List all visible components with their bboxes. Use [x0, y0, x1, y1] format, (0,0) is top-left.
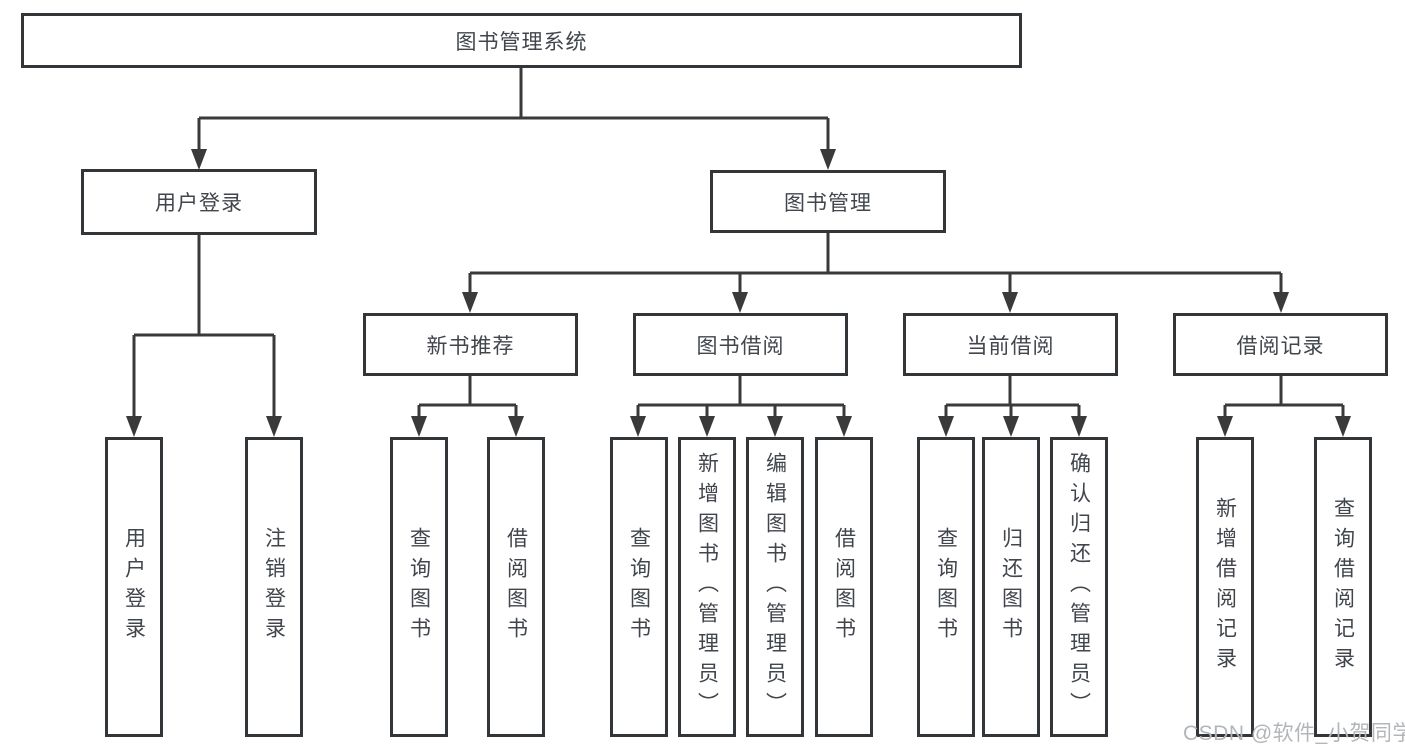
leaf-user-login-label: 用户登录 — [122, 527, 146, 647]
node-root-label: 图书管理系统 — [455, 30, 588, 54]
leaf-borrow-books-1-label: 借阅图书 — [504, 527, 528, 647]
leaf-logout-label: 注销登录 — [262, 527, 286, 647]
leaf-query-borrow-record: 查询借阅记录 — [1314, 437, 1372, 737]
leaf-edit-books-admin: 编辑图书（管理员） — [746, 437, 804, 737]
node-root-system: 图书管理系统 — [21, 13, 1022, 68]
leaf-confirm-return-admin: 确认归还（管理员） — [1050, 437, 1108, 737]
leaf-query-books-1: 查询图书 — [390, 437, 448, 737]
leaf-return-books-label: 归还图书 — [999, 527, 1023, 647]
csdn-watermark: CSDN @软件_小贺同学 — [1183, 722, 1405, 745]
leaf-borrow-books-2-label: 借阅图书 — [832, 527, 856, 647]
leaf-add-books-admin-label: 新增图书（管理员） — [695, 452, 719, 722]
leaf-edit-books-admin-label: 编辑图书（管理员） — [763, 452, 787, 722]
node-book-borrowing-label: 图书借阅 — [696, 334, 785, 358]
leaf-query-books-3-label: 查询图书 — [934, 527, 958, 647]
leaf-confirm-return-admin-label: 确认归还（管理员） — [1067, 452, 1091, 722]
node-new-book-recommend: 新书推荐 — [363, 313, 578, 376]
node-borrowing-records-label: 借阅记录 — [1236, 334, 1325, 358]
leaf-add-books-admin: 新增图书（管理员） — [678, 437, 736, 737]
node-book-management-label: 图书管理 — [784, 191, 872, 215]
leaf-query-books-2-label: 查询图书 — [627, 527, 651, 647]
leaf-query-books-1-label: 查询图书 — [407, 527, 431, 647]
leaf-return-books: 归还图书 — [982, 437, 1040, 737]
node-borrowing-records: 借阅记录 — [1173, 313, 1388, 376]
leaf-query-books-3: 查询图书 — [917, 437, 975, 737]
leaf-user-login: 用户登录 — [105, 437, 163, 737]
node-current-borrowing-label: 当前借阅 — [966, 334, 1055, 358]
node-user-login: 用户登录 — [81, 169, 317, 235]
node-book-management: 图书管理 — [710, 170, 946, 233]
leaf-borrow-books-2: 借阅图书 — [815, 437, 873, 737]
node-book-borrowing: 图书借阅 — [633, 313, 848, 376]
leaf-add-borrow-record-label: 新增借阅记录 — [1213, 497, 1237, 677]
leaf-borrow-books-1: 借阅图书 — [487, 437, 545, 737]
leaf-query-books-2: 查询图书 — [610, 437, 668, 737]
node-user-login-label: 用户登录 — [155, 192, 243, 215]
node-current-borrowing: 当前借阅 — [903, 313, 1118, 376]
leaf-query-borrow-record-label: 查询借阅记录 — [1331, 497, 1355, 677]
leaf-logout: 注销登录 — [245, 437, 303, 737]
leaf-add-borrow-record: 新增借阅记录 — [1196, 437, 1254, 737]
node-new-book-recommend-label: 新书推荐 — [426, 334, 515, 358]
